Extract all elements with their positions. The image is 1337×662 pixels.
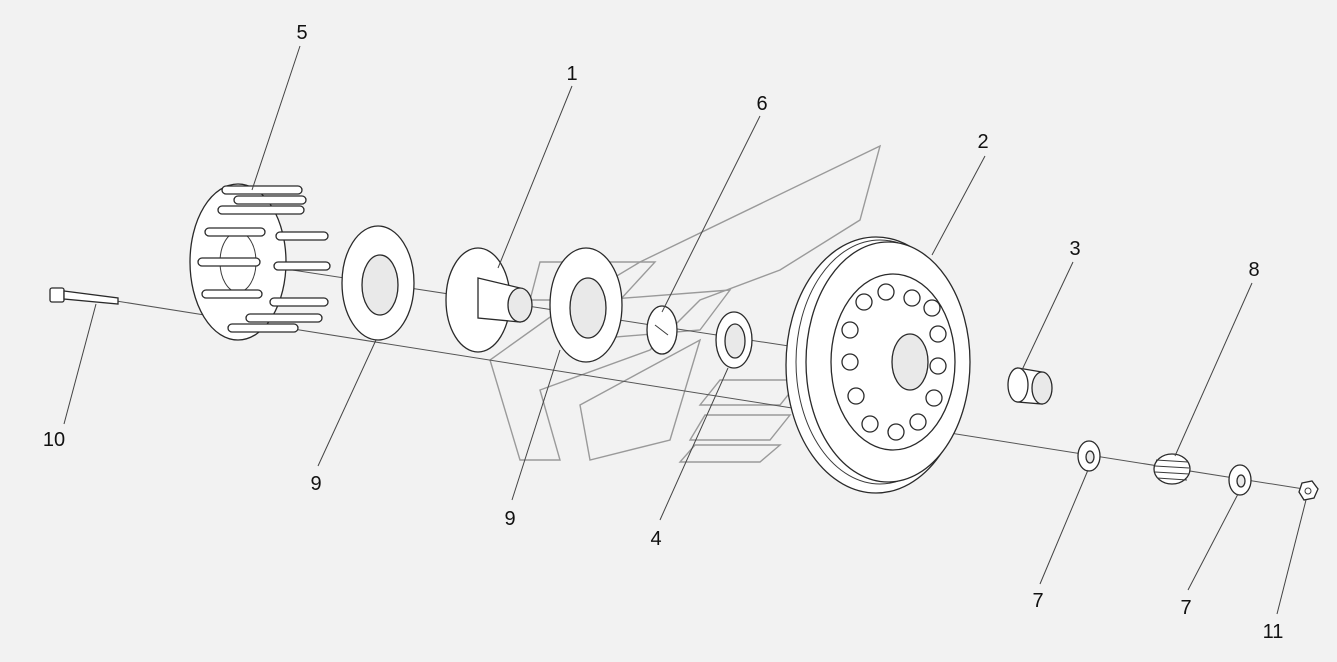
part-7-washer-first <box>1077 440 1101 472</box>
part-10-bolt <box>49 287 119 305</box>
callout-6: 6 <box>756 93 767 115</box>
callout-9-left: 9 <box>310 473 321 495</box>
part-6-disk <box>646 305 678 355</box>
part-1-flanged-bushing <box>445 247 533 353</box>
part-8-spring <box>1153 453 1191 485</box>
callout-labels: 5 1 6 2 3 8 10 9 9 4 7 7 11 <box>43 22 1284 643</box>
callout-2: 2 <box>977 131 988 153</box>
callout-7-first: 7 <box>1032 590 1043 612</box>
part-4-ring <box>715 311 753 369</box>
callout-11: 11 <box>1263 621 1284 643</box>
callout-7-second: 7 <box>1180 597 1191 619</box>
part-3-sleeve <box>1007 367 1053 405</box>
part-11-nut <box>1298 480 1319 501</box>
callout-1: 1 <box>566 63 577 85</box>
part-5-stud-flange <box>189 183 331 341</box>
callout-5: 5 <box>296 22 307 44</box>
leader-lines <box>63 45 1307 615</box>
part-7-washer-second <box>1228 464 1252 496</box>
part-9-washer-middle <box>549 247 623 363</box>
callout-4: 4 <box>650 528 661 550</box>
part-2-pulley <box>785 236 971 494</box>
assembly-axis-line <box>109 299 1311 491</box>
callout-8: 8 <box>1248 259 1259 281</box>
callout-10: 10 <box>43 429 65 451</box>
part-9-washer-left <box>341 225 415 341</box>
callout-3: 3 <box>1069 238 1080 260</box>
callout-9-middle: 9 <box>504 508 515 530</box>
